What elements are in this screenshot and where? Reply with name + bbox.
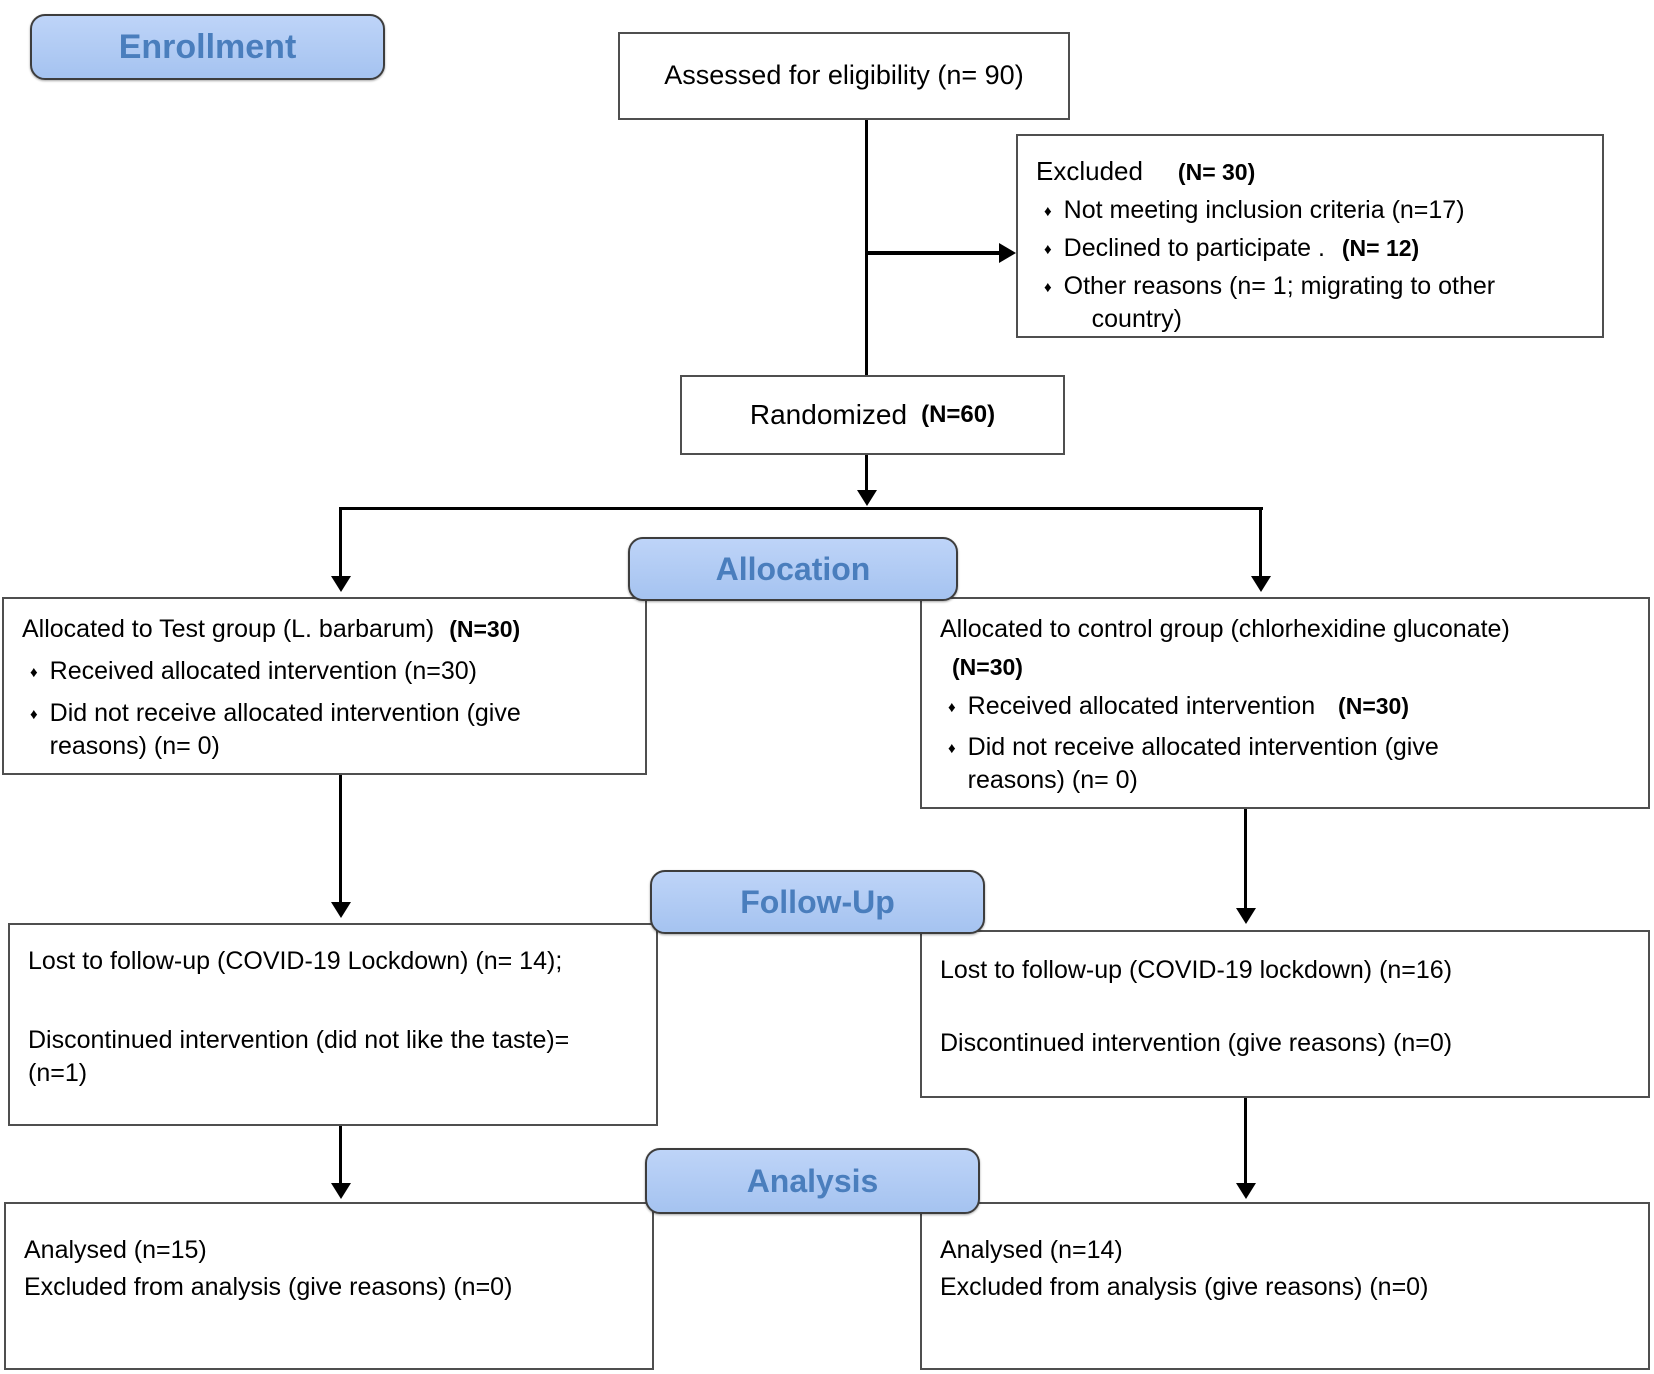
assessed-eligibility-box: Assessed for eligibility (n= 90): [618, 32, 1070, 120]
analysis-left-line2: Excluded from analysis (give reasons) (n…: [24, 1273, 513, 1301]
alloc-left-bullet-2-text: Did not receive allocated intervention (…: [49, 699, 521, 760]
alloc-right-bullet-1: ♦ Received allocated intervention (N=30): [940, 690, 1630, 723]
followup-badge-label: Follow-Up: [740, 883, 895, 920]
allocation-badge: Allocation: [628, 537, 958, 601]
alloc-right-bullet-1-n: (N=30): [1338, 693, 1409, 720]
excluded-bullet-1: ♦ Not meeting inclusion criteria (n=17): [1036, 194, 1584, 227]
analysis-control-group-box: Analysed (n=14) Excluded from analysis (…: [920, 1202, 1650, 1370]
followup-control-group-box: Lost to follow-up (COVID-19 lockdown) (n…: [920, 930, 1650, 1098]
alloc-left-bullet-1-text: Received allocated intervention (n=30): [49, 657, 477, 685]
arrowhead-analysis-right: [1236, 1183, 1256, 1199]
excluded-bullet-2: ♦ Declined to participate . (N= 12): [1036, 232, 1584, 265]
line-branch-left: [339, 507, 342, 577]
alloc-right-bullet-1-text: Received allocated intervention (N=30): [968, 690, 1409, 723]
excluded-bullet-3-line2: country): [1091, 305, 1182, 333]
randomized-box: Randomized (N=60): [680, 375, 1065, 455]
followup-right-line2: Discontinued intervention (give reasons)…: [940, 1029, 1453, 1057]
arrowhead-branch: [857, 490, 877, 506]
alloc-right-title-n: (N=30): [952, 654, 1023, 680]
alloc-right-title: Allocated to control group (chlorhexidin…: [940, 613, 1630, 682]
excluded-title: Excluded: [1036, 156, 1143, 186]
bullet-diamond-icon: ♦: [948, 740, 956, 758]
bullet-diamond-icon: ♦: [1044, 203, 1052, 220]
arrowhead-excluded: [999, 243, 1016, 263]
arrowhead-followup-left: [331, 902, 351, 918]
arrowhead-alloc-left: [331, 576, 351, 592]
analysis-left-line1: Analysed (n=15): [24, 1236, 207, 1264]
arrowhead-followup-right: [1236, 908, 1256, 924]
excluded-title-n: (N= 30): [1177, 159, 1256, 185]
line-randomized-to-branch: [865, 455, 868, 491]
enrollment-badge-label: Enrollment: [118, 27, 297, 66]
followup-badge: Follow-Up: [650, 870, 985, 934]
excluded-bullet-3-line1: Other reasons (n= 1; migrating to other: [1063, 272, 1496, 300]
alloc-left-bullet-1: ♦ Received allocated intervention (n=30): [22, 655, 627, 688]
line-alloc-right-to-followup: [1244, 809, 1247, 909]
bullet-diamond-icon: ♦: [30, 706, 38, 723]
arrowhead-analysis-left: [331, 1183, 351, 1199]
line-to-excluded: [865, 251, 1001, 255]
analysis-badge: Analysis: [645, 1148, 980, 1214]
alloc-right-bullet-2-text: Did not receive allocated intervention (…: [967, 733, 1439, 795]
followup-left-line1: Lost to follow-up (COVID-19 Lockdown) (n…: [28, 947, 563, 975]
analysis-badge-label: Analysis: [746, 1162, 879, 1199]
bullet-diamond-icon: ♦: [1044, 241, 1052, 258]
line-assessed-to-randomized: [865, 120, 868, 375]
allocation-test-group-box: Allocated to Test group (L. barbarum) (N…: [2, 597, 647, 775]
analysis-right-line2: Excluded from analysis (give reasons) (n…: [940, 1273, 1429, 1301]
arrowhead-alloc-right: [1251, 576, 1271, 592]
allocation-control-group-box: Allocated to control group (chlorhexidin…: [920, 597, 1650, 809]
branch-horizontal-line: [340, 507, 1263, 510]
alloc-left-title-n: (N=30): [449, 616, 521, 642]
excluded-bullet-1-text: Not meeting inclusion criteria (n=17): [1063, 196, 1465, 224]
alloc-right-bullet-2: ♦ Did not receive allocated intervention…: [940, 731, 1630, 797]
line-followup-right-to-analysis: [1244, 1098, 1247, 1184]
alloc-right-bullet-1-main: Received allocated intervention: [967, 692, 1316, 721]
excluded-bullet-3: ♦ Other reasons (n= 1; migrating to othe…: [1036, 270, 1584, 336]
excluded-box: Excluded (N= 30) ♦ Not meeting inclusion…: [1016, 134, 1604, 338]
followup-test-group-box: Lost to follow-up (COVID-19 Lockdown) (n…: [8, 923, 658, 1126]
bullet-diamond-icon: ♦: [30, 664, 38, 681]
followup-left-line2: Discontinued intervention (did not like …: [28, 1026, 570, 1087]
analysis-right-line1: Analysed (n=14): [940, 1236, 1123, 1264]
line-alloc-left-to-followup: [339, 775, 342, 903]
alloc-left-title-text: Allocated to Test group (L. barbarum): [22, 615, 435, 643]
randomized-n: (N=60): [921, 401, 996, 429]
line-branch-right: [1259, 507, 1262, 577]
alloc-left-title: Allocated to Test group (L. barbarum) (N…: [22, 613, 627, 646]
analysis-test-group-box: Analysed (n=15) Excluded from analysis (…: [4, 1202, 654, 1370]
assessed-eligibility-text: Assessed for eligibility (n= 90): [664, 60, 1024, 91]
alloc-left-bullet-2: ♦ Did not receive allocated intervention…: [22, 697, 627, 763]
excluded-title-row: Excluded (N= 30): [1036, 154, 1584, 189]
excluded-bullet-2-text: Declined to participate . (N= 12): [1064, 232, 1420, 265]
excluded-bullet-2-n: (N= 12): [1341, 235, 1420, 261]
allocation-badge-label: Allocation: [715, 550, 871, 587]
enrollment-badge: Enrollment: [30, 14, 385, 80]
randomized-text: Randomized: [749, 398, 908, 430]
followup-right-line1: Lost to follow-up (COVID-19 lockdown) (n…: [940, 956, 1453, 984]
bullet-diamond-icon: ♦: [1044, 279, 1052, 296]
bullet-diamond-icon: ♦: [948, 699, 956, 717]
line-followup-left-to-analysis: [339, 1126, 342, 1184]
excluded-bullet-2-main: Declined to participate .: [1063, 234, 1325, 262]
alloc-right-title-text: Allocated to control group (chlorhexidin…: [940, 615, 1510, 643]
excluded-bullet-3-text: Other reasons (n= 1; migrating to other …: [1064, 270, 1495, 336]
